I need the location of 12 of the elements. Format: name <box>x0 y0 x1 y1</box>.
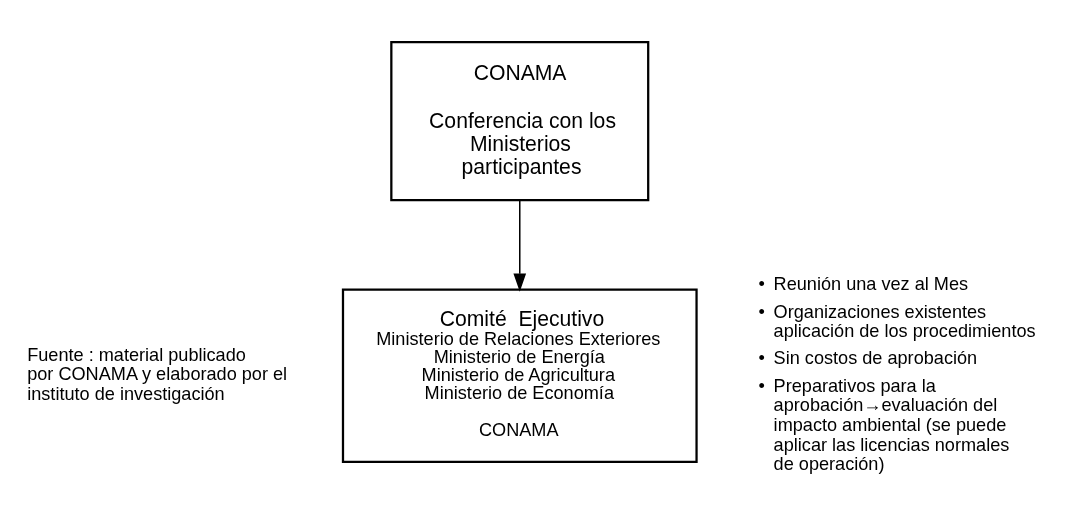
label: Organizaciones existentes aplicación de los procedimientos <box>773 301 1036 341</box>
label: • <box>758 375 765 396</box>
node-box: CONAMA Conferencia con los Ministerios participantes <box>390 40 650 201</box>
label: Sin costos de aprobación <box>773 347 978 368</box>
label: Preparativos para la aprobación→evaluación del impacto ambiental (se puede aplicar las licencias normales de operación) <box>773 375 1010 474</box>
label: Reunión una vez al Mes <box>773 273 969 294</box>
node-box: Comité Ejecutivo Ministerio de Relaciones Exteriores Ministerio de Energía Ministerio de Agricultura Ministerio de Economía CONAMA <box>341 287 698 463</box>
arrow <box>513 199 527 292</box>
label: • <box>758 273 765 294</box>
label: • <box>758 301 765 322</box>
label: Fuente : material publicado por CONAMA y elaborado por el instituto de investigación <box>27 344 288 404</box>
label: • <box>758 347 765 368</box>
